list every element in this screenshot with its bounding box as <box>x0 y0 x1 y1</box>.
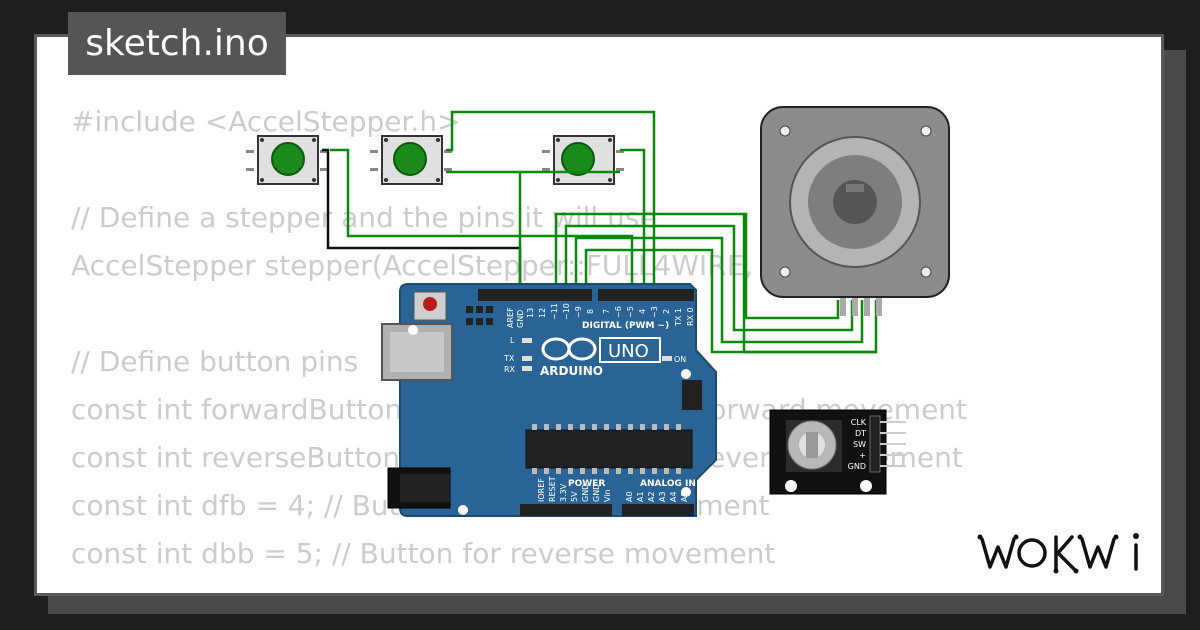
push-button-2[interactable] <box>370 135 452 185</box>
pin-label-a5: A5 <box>680 491 689 502</box>
pin-label-5v: 5V <box>570 491 579 502</box>
wire-stepper-e <box>742 214 876 354</box>
pin-label-reset: RESET <box>548 476 557 502</box>
arduino-uno-board[interactable]: AREF GND 13 12 ~11 ~10 ~9 8 7 ~6 ~5 4 ~3… <box>381 283 717 517</box>
project-title: sketch.ino <box>68 12 286 75</box>
pin-label-aref: AREF <box>506 307 515 328</box>
push-button-1[interactable] <box>246 135 328 185</box>
pin-label-gnd1: GND <box>581 484 590 502</box>
wire-stepper-b <box>564 224 854 332</box>
led-label-tx: TX <box>503 354 515 363</box>
wire-stepper-c <box>574 236 864 344</box>
pin-label-4: 4 <box>638 309 647 314</box>
pin-label-rx: RX 0 <box>686 307 695 326</box>
pin-label-a1: A1 <box>636 491 645 502</box>
push-button-3[interactable] <box>542 135 624 185</box>
rotary-encoder[interactable]: CLK DT SW + GND <box>769 409 906 495</box>
wire-button-2b <box>446 170 522 296</box>
encoder-pin-sw: SW <box>853 440 866 449</box>
encoder-pin-gnd: GND <box>848 462 866 471</box>
pin-label-a3: A3 <box>658 491 667 502</box>
wire-button-1 <box>330 148 634 296</box>
wires <box>322 110 878 354</box>
power-label: POWER <box>568 479 605 489</box>
code-line: // Define a stepper and the pins it will… <box>71 201 657 234</box>
pin-label-5: ~5 <box>626 306 635 318</box>
encoder-pin-clk: CLK <box>851 418 867 427</box>
arduino-logo-icon <box>541 337 597 361</box>
pin-label-vin: Vin <box>603 489 612 502</box>
code-line: const int dbb = 5; // Button for reverse… <box>71 537 776 570</box>
pin-label-6: ~6 <box>614 306 623 318</box>
pin-label-3v3: 3.3V <box>559 483 568 502</box>
digital-label: DIGITAL (PWM ~) <box>582 321 669 331</box>
pin-label-13: 13 <box>526 308 535 318</box>
wire-stepper-a <box>554 212 840 320</box>
pin-label-a0: A0 <box>625 491 634 502</box>
pin-label-ioref: IOREF <box>537 478 546 502</box>
pin-label-tx: TX 1 <box>674 308 683 327</box>
pin-label-12: 12 <box>538 308 547 318</box>
pin-label-2: 2 <box>662 309 671 314</box>
pin-label-10: ~10 <box>562 303 571 320</box>
code-line: #include <AccelStepper.h> <box>71 105 461 138</box>
pin-label-9: ~9 <box>574 306 583 318</box>
led-label-rx: RX <box>504 365 516 374</box>
arduino-model: UNO <box>608 341 649 362</box>
wire-button-3 <box>620 148 646 296</box>
wokwi-logo-icon <box>977 533 1139 574</box>
on-label: ON <box>674 355 686 364</box>
pin-label-8: 8 <box>586 309 595 314</box>
encoder-pin-vcc: + <box>859 451 866 460</box>
pin-label-3: ~3 <box>650 306 659 318</box>
pin-label-gnd2: GND <box>592 484 601 502</box>
pin-label-11: ~11 <box>550 303 559 320</box>
pin-label-gnd: GND <box>516 310 525 328</box>
led-label-l: L <box>510 336 515 345</box>
pin-label-7: 7 <box>602 309 611 314</box>
wokwi-logo <box>976 525 1152 581</box>
code-line: // Define button pins <box>71 345 359 378</box>
wire-stepper-d <box>584 248 878 354</box>
arduino-brand: ARDUINO <box>540 364 603 378</box>
analog-label: ANALOG IN <box>640 479 696 489</box>
pin-label-a4: A4 <box>669 491 678 502</box>
stepper-motor[interactable] <box>760 106 950 316</box>
encoder-pin-dt: DT <box>855 429 866 438</box>
pin-label-a2: A2 <box>647 491 656 502</box>
wire-button-2 <box>446 110 656 296</box>
